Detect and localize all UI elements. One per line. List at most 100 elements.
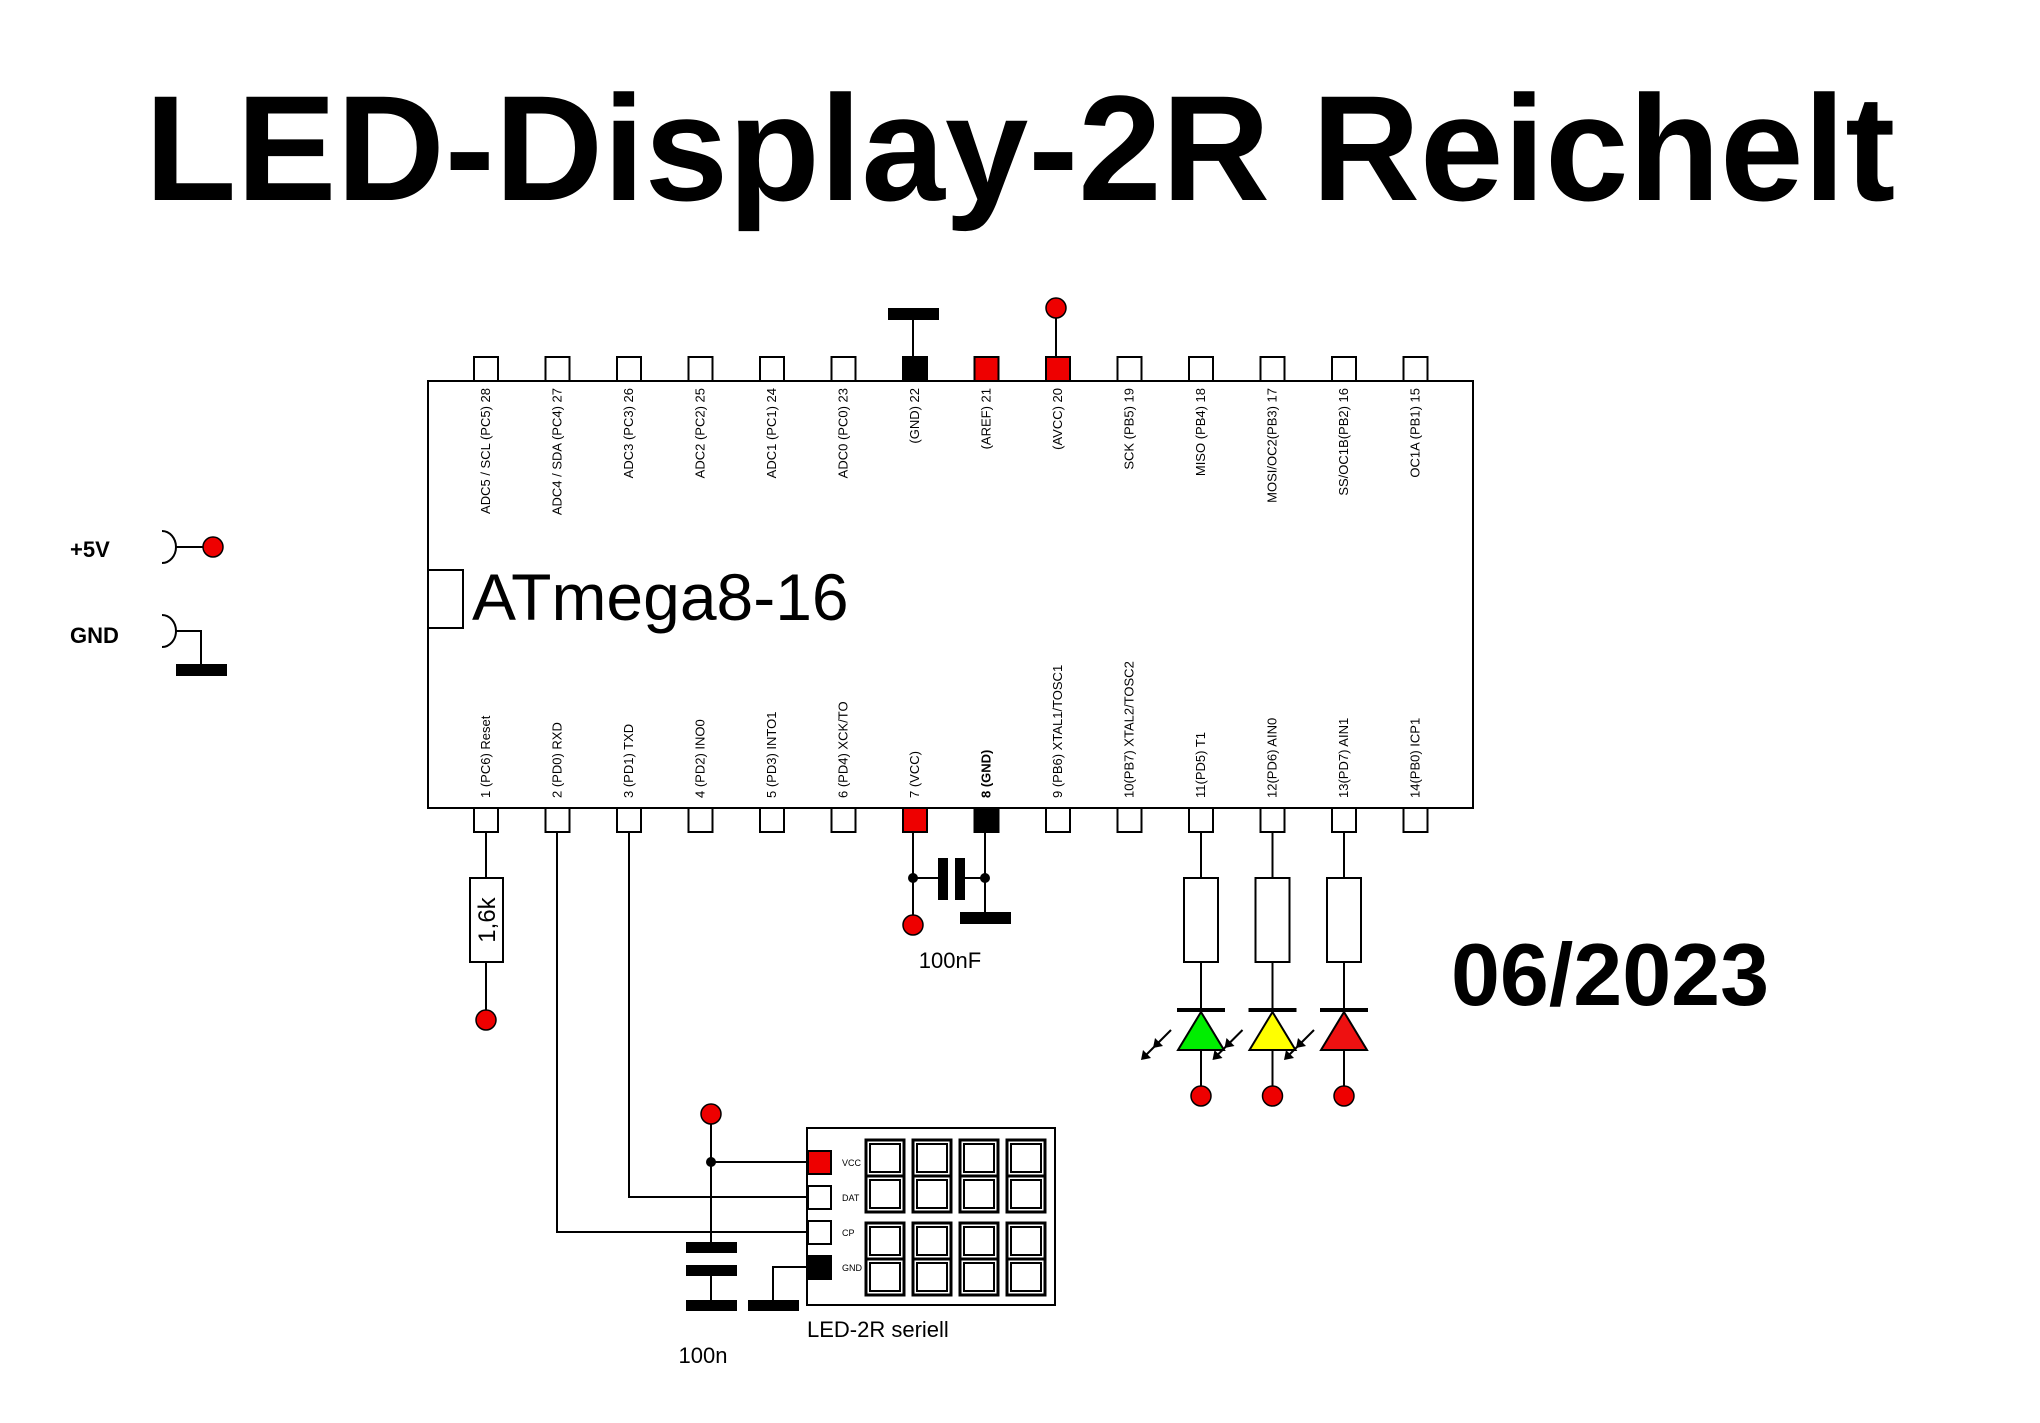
diagram-title: LED-Display-2R Reichelt [145,64,1895,232]
display-pin-label: DAT [842,1193,860,1203]
mcu-bottom-pin [1045,807,1071,833]
display-pin-label: VCC [842,1158,862,1168]
led-diode [1176,1010,1226,1051]
mcu-bottom-pin-label: 5 (PD3) INTO1 [764,712,779,798]
mcu-name: ATmega8-16 [472,560,849,634]
mcu-top-pin-label: ADC4 / SDA (PC4) 27 [550,388,565,515]
display-pin [807,1185,832,1210]
vcc-terminal-dot [202,536,224,558]
mcu-top-pin [687,356,714,382]
vcc-connector-symbol [161,530,177,564]
mcu-decoupling-capacitor: 100nF [902,832,1011,973]
supply-legend: +5V GND [70,530,227,676]
supply-vcc-label: +5V [70,537,110,562]
pin20-vcc-connection [1045,297,1067,356]
display-pin [807,1255,832,1280]
mcu-bottom-pin-label: 11(PD5) T1 [1193,732,1208,798]
mcu-bottom-pin-label: 14(PB0) ICP1 [1408,718,1423,798]
mcu-top-pin-label: ADC1 (PC1) 24 [764,388,779,478]
pin22-gnd-bar [888,308,939,320]
mcu-top-pin [902,356,928,382]
mcu-bottom-pin [1402,807,1429,833]
display-pin [807,1150,832,1175]
mcu-bottom-pin [544,807,571,833]
led-vcc-dot [1333,1085,1355,1107]
mcu-bottom-pin [616,807,642,833]
mcu-top-pin-label: (AVCC) 20 [1050,388,1065,450]
gnd-connector-wire [176,630,202,668]
mcu-top-pin-label: MISO (PB4) 18 [1193,388,1208,476]
display-gnd-bar [748,1300,799,1311]
mcu-bottom-pin-label: 9 (PB6) XTAL1/TOSC1 [1050,665,1065,798]
reset-resistor-label: 1,6k [474,896,501,942]
led-resistor [1183,877,1219,963]
mcu-bottom-pin [973,807,1000,833]
mcu-top-pin [1259,356,1286,382]
cap-mcu-label: 100nF [919,948,981,973]
mcu-bottom-pin-label: 10(PB7) XTAL2/TOSC2 [1122,661,1137,798]
led-resistor [1326,877,1362,963]
display-pin [807,1220,832,1245]
mcu-bottom-pin-label: 2 (PD0) RXD [550,722,565,798]
mcu-notch [427,569,464,629]
mcu-top-pin-label: ADC3 (PC3) 26 [621,388,636,478]
gnd-connector-symbol [161,614,177,648]
mcu-bottom-pin-label: 4 (PD2) INO0 [693,719,708,798]
mcu-bottom-pin [1259,807,1286,833]
mcu-top-pin [759,356,785,382]
mcu-bottom-pin [1188,807,1214,833]
mcu-top-pin [1331,356,1357,382]
led-vcc-dot [1261,1085,1284,1107]
mcu-bottom-pin [1116,807,1143,833]
mcu-bottom-pin-label: 7 (VCC) [907,751,922,798]
mcu-top-pin [1116,356,1143,382]
mcu-top-pin-label: SCK (PB5) 19 [1122,388,1137,470]
mcu-top-pin-label: SS/OC1B(PB2) 16 [1336,388,1351,496]
mcu-bottom-pin-label: 8 (GND) [979,750,994,798]
mcu-top-pin [973,356,1000,382]
txd-to-dat-wire [628,832,807,1198]
display-module: VCC DAT CP GND LED-2R seriell [806,1127,1056,1342]
mcu-bottom-pin [687,807,714,833]
mcu-bottom-pin [830,807,857,833]
mcu-bottom-pin [759,807,785,833]
mcu-body [427,380,1474,809]
mcu-top-pin-label: OC1A (PB1) 15 [1408,388,1423,478]
mcu-top-pin-label: ADC2 (PC2) 25 [693,388,708,478]
mcu-top-pin-label: MOSI/OC2(PB3) 17 [1265,388,1280,503]
cap-vcc-dot [902,914,924,936]
mcu-top-pin [830,356,857,382]
display-name: LED-2R seriell [807,1317,949,1342]
mcu-bottom-pin [902,807,928,833]
display-pin-label: GND [842,1263,863,1273]
mcu-top-pin [1045,356,1071,382]
cap-gnd-bar [960,912,1011,924]
mcu-top-pin [473,356,499,382]
gnd-bar-symbol [176,664,227,676]
rxd-to-cp-wire [556,832,807,1233]
display-pin-label: CP [842,1228,855,1238]
pin20-vcc-dot [1045,297,1067,319]
mcu-top-pin-label: (AREF) 21 [979,388,994,449]
mcu-top-pin [616,356,642,382]
led-diode [1247,1010,1298,1051]
mcu-bottom-pin-label: 1 (PC6) Reset [478,715,493,798]
mcu-chip: ATmega8-16 [427,380,1474,809]
mcu-top-pin-label: ADC0 (PC0) 23 [836,388,851,478]
reset-resistor-body [469,877,504,963]
mcu-bottom-pin [473,807,499,833]
supply-gnd-label: GND [70,623,119,648]
mcu-bottom-pin [1331,807,1357,833]
mcu-bottom-pin-label: 12(PD6) AIN0 [1265,718,1280,798]
display-digits [864,1138,1047,1297]
mcu-bottom-pin-label: 6 (PD4) XCK/TO [836,701,851,798]
led-vcc-dot [1190,1085,1212,1107]
mcu-top-pin [544,356,571,382]
display-cap-gnd-bar [686,1300,737,1311]
cap-display-label: 100n [679,1343,728,1368]
display-vcc-dot [700,1103,722,1125]
led-resistor [1254,877,1291,963]
